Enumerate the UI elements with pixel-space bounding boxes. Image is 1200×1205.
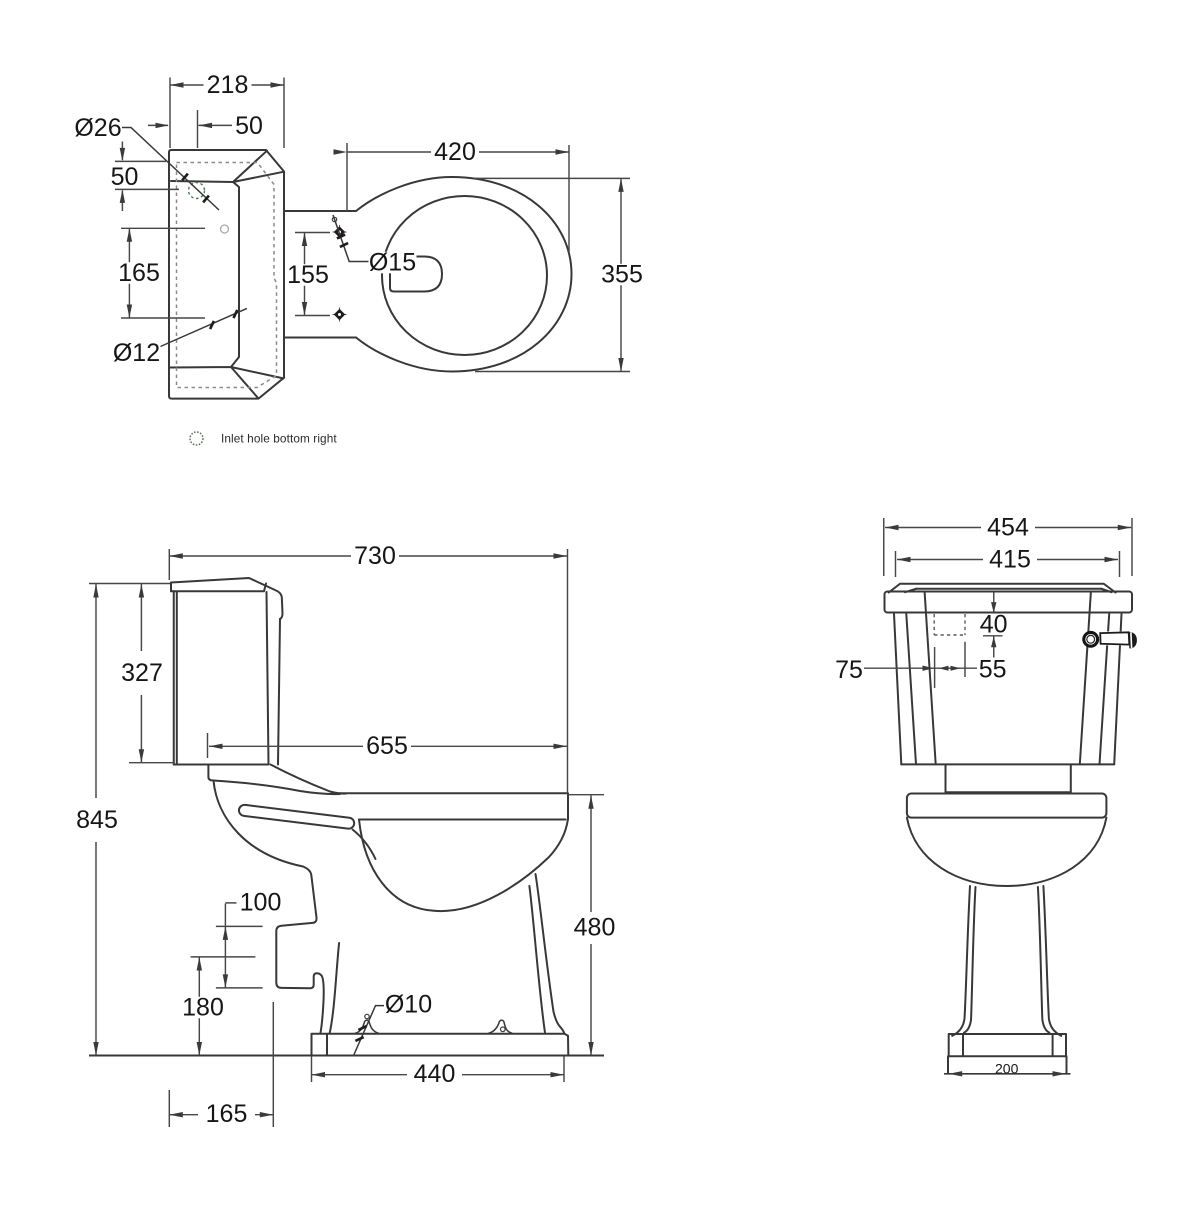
svg-text:655: 655 xyxy=(366,732,408,760)
svg-text:420: 420 xyxy=(434,138,476,166)
svg-text:Inlet hole bottom right: Inlet hole bottom right xyxy=(221,432,337,446)
svg-text:454: 454 xyxy=(987,514,1029,542)
svg-text:165: 165 xyxy=(118,259,160,287)
svg-text:55: 55 xyxy=(979,656,1007,684)
svg-text:50: 50 xyxy=(111,163,139,191)
svg-text:40: 40 xyxy=(980,611,1008,639)
svg-text:100: 100 xyxy=(240,889,282,917)
svg-text:480: 480 xyxy=(574,914,616,942)
svg-text:327: 327 xyxy=(121,659,163,687)
svg-text:415: 415 xyxy=(989,546,1031,574)
svg-text:845: 845 xyxy=(76,806,118,834)
svg-text:50: 50 xyxy=(235,112,263,140)
svg-text:75: 75 xyxy=(835,656,863,684)
svg-text:Ø15: Ø15 xyxy=(369,249,416,277)
svg-text:Ø10: Ø10 xyxy=(385,991,432,1019)
svg-text:180: 180 xyxy=(182,994,224,1022)
svg-text:218: 218 xyxy=(207,71,249,99)
svg-text:Ø12: Ø12 xyxy=(113,339,160,367)
svg-text:155: 155 xyxy=(287,261,329,289)
svg-text:440: 440 xyxy=(414,1060,456,1088)
svg-text:Ø26: Ø26 xyxy=(74,114,121,142)
svg-text:355: 355 xyxy=(601,261,643,289)
svg-text:730: 730 xyxy=(354,542,396,570)
svg-text:200: 200 xyxy=(995,1060,1019,1076)
svg-text:165: 165 xyxy=(206,1100,248,1128)
